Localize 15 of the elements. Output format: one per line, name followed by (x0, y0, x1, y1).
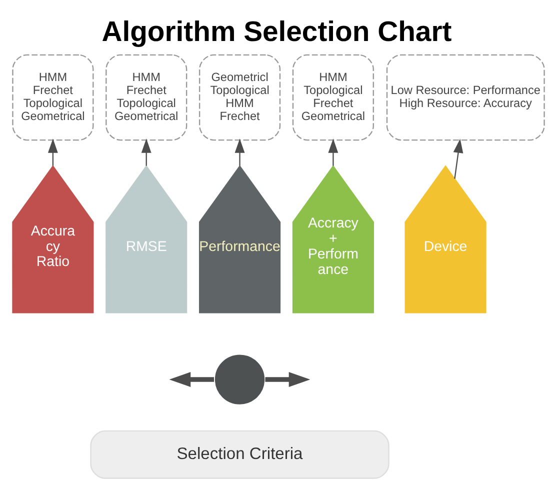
arrow (453, 138, 464, 179)
diagram-title: Algorithm Selection Chart (102, 16, 452, 48)
node-box: HMM Frechet Topological Geometrical (106, 54, 188, 141)
node-box: Low Resource: Performance High Resource: Accuracy (386, 54, 545, 141)
arrow (169, 372, 214, 387)
arrow (141, 138, 152, 166)
node-box: HMM Topological Frechet Geometrical (292, 54, 374, 141)
node-circle (214, 354, 266, 406)
arrow (265, 372, 310, 387)
node-box: Selection Criteria (90, 430, 390, 479)
node-box: Geometricl Topological HMM Frechet (198, 54, 281, 141)
node-box: HMM Frechet Topological Geometrical (12, 54, 94, 141)
arrow (328, 138, 338, 166)
arrow (234, 138, 245, 166)
arrow (48, 138, 58, 166)
